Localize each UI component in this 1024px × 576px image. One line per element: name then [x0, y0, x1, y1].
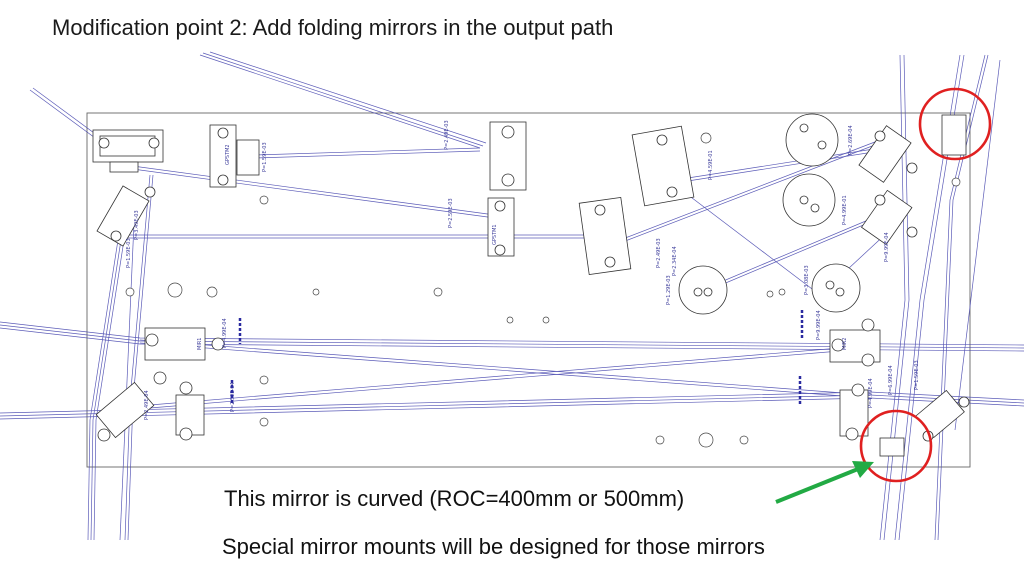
power-label: P=2.34E-04 [672, 246, 678, 276]
caption-curved-mirror: This mirror is curved (ROC=400mm or 500m… [224, 486, 685, 511]
power-labels: P=2.49E-03 P=1.59E-03 P=2.59E-03 P=4.59E… [126, 120, 920, 420]
component-label-sm1: GPSTM2 [225, 144, 231, 165]
power-label: P=1.59E-03 [126, 238, 132, 268]
component-label-sm3: MIR1 [197, 338, 203, 350]
power-label: P=9.99E-04 [816, 310, 822, 340]
power-label: P=2.49E-03 [656, 238, 662, 268]
power-label: P=1.29E-03 [666, 275, 672, 305]
power-label: P=1.59E-03 [262, 142, 268, 172]
power-label: P=4.99E-01 [842, 195, 848, 225]
power-label: P=2.49E-03 [444, 120, 450, 150]
pointer-arrow [775, 461, 874, 504]
beam-paths [0, 51, 1024, 541]
power-label: P=3.08E-03 [804, 265, 810, 295]
highlight-circle-top-right [918, 87, 992, 161]
component-label-sm2: GPSTM1 [492, 224, 498, 245]
optical-mounts [92, 113, 970, 457]
caption-mirror-mounts: Special mirror mounts will be designed f… [222, 534, 765, 559]
mounting-holes [125, 132, 961, 448]
beam-dump-markers [230, 310, 804, 405]
power-label: P=1.59E-03 [914, 360, 920, 390]
power-label: P=2.59E-03 [448, 198, 454, 228]
slide-title: Modification point 2: Add folding mirror… [52, 15, 614, 40]
component-label-sm4: MIR2 [842, 338, 848, 350]
highlight-circle-bottom [859, 409, 933, 483]
power-label: P=2.49E-04 [144, 390, 150, 420]
power-label: P=3.49E-03 [134, 210, 140, 240]
power-label: P=4.99E-04 [222, 318, 228, 348]
breadboard-outline [86, 112, 971, 468]
power-label: P=2.69E-04 [848, 125, 854, 155]
power-label: P=6.99E-04 [888, 365, 894, 395]
power-label: P=4.99E-04 [868, 378, 874, 408]
power-label: P=4.59E-01 [708, 150, 714, 180]
power-label: P=9.99E-04 [884, 232, 890, 262]
